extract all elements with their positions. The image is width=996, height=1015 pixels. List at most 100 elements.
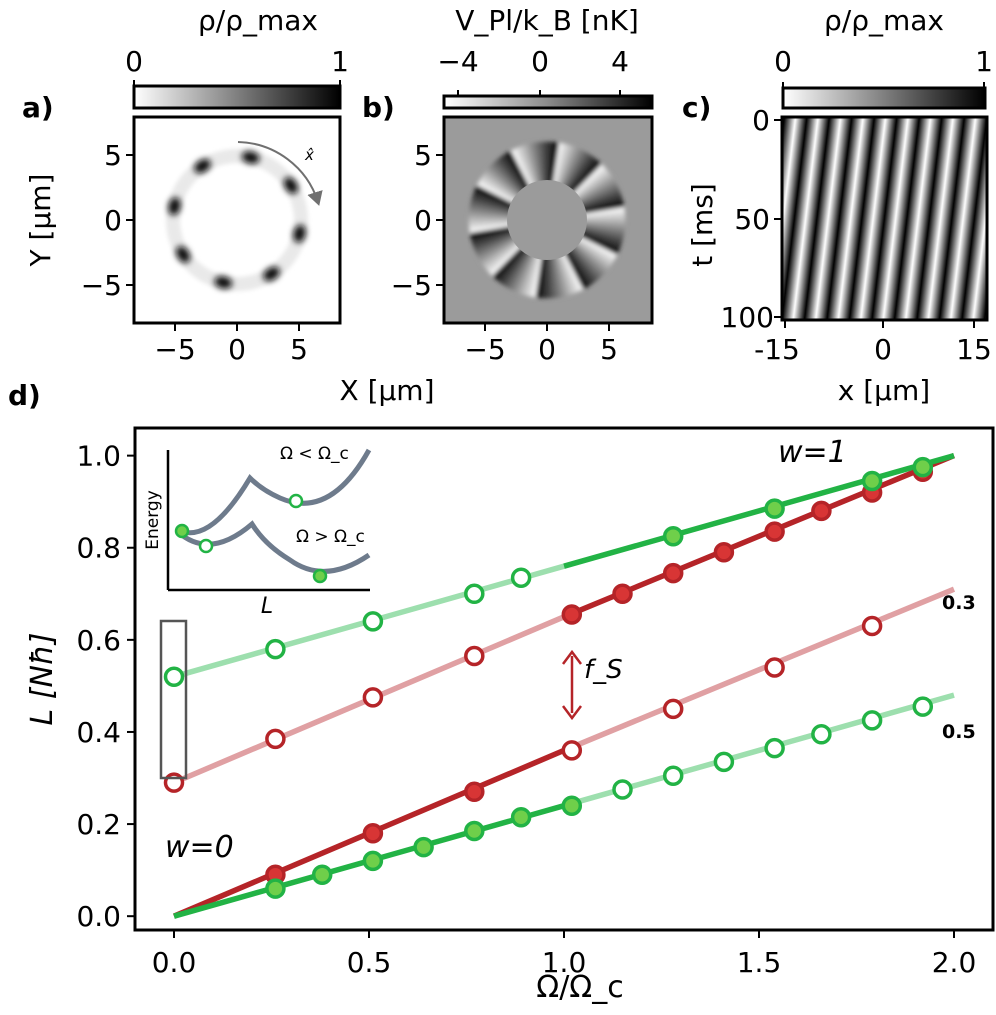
panel-d-label: d) [8, 379, 41, 412]
panel-a-density-dips [168, 151, 306, 289]
filled-point-0.3 [811, 500, 832, 522]
fs-arrow [562, 649, 582, 721]
filled-point-0.3 [662, 562, 684, 584]
label-fraction-0-5: 0.5 [942, 721, 976, 743]
inset-ylabel: Energy [143, 490, 163, 550]
panel-c-xtick: 15 [956, 333, 992, 366]
filled-point-0.5 [510, 806, 532, 828]
density-dip [293, 224, 306, 243]
panel-a-ytick: 0 [104, 204, 122, 237]
panel-a-ytick: 5 [104, 139, 122, 172]
panel-d-xlabel: Ω/Ω_c [536, 970, 623, 1005]
panel-b-ytick: −5 [391, 269, 432, 302]
label-w1: w=1 [778, 435, 847, 470]
panel-a-xtick: 5 [290, 333, 308, 366]
open-point-0.5 [362, 611, 384, 632]
open-point-0.5 [861, 710, 883, 731]
open-point-0.3 [265, 728, 286, 750]
y-tick-label: 1.0 [76, 440, 121, 473]
panel-b-ytick: 0 [414, 204, 432, 237]
open-point-0.3 [464, 645, 485, 667]
panel-c-colorbar [781, 86, 987, 110]
panel-b-xtick: −5 [464, 333, 505, 366]
filled-point-0.3 [612, 583, 633, 605]
panel-c-colorbar-title: ρ/ρ_max [824, 4, 944, 37]
panel-c-xtick: 0 [874, 333, 892, 366]
panel-b-colorbar-tick: 0 [531, 45, 549, 78]
panel-a-xtick: 0 [228, 333, 246, 366]
filled-point-0.5 [561, 795, 583, 816]
y-tick-label: 0.2 [76, 808, 121, 841]
density-dip [168, 197, 181, 216]
panel-b-label: b) [362, 91, 395, 124]
open-point-0.3 [561, 740, 583, 761]
panel-a: ρ/ρ_max 0 1 a) x̂ −5 0 5 5 0 −5 Y [µm] [22, 4, 349, 366]
filled-point-0.3 [713, 542, 735, 563]
inset-open-point [288, 493, 304, 509]
y-tick-label: 0.6 [76, 624, 121, 657]
open-point-0.3 [764, 657, 785, 678]
open-point-0.5 [912, 696, 934, 717]
panel-c-xlabel: x [µm] [838, 374, 930, 407]
line-0.3-faded [562, 586, 956, 753]
x-tick-label: 1.5 [737, 946, 782, 979]
label-fraction-0-3: 0.3 [942, 592, 976, 614]
inset-filled-point [312, 568, 328, 584]
panel-a-ytick: −5 [81, 269, 122, 302]
filled-point-0.5 [662, 525, 684, 547]
panel-c-colorbar-tick: 1 [975, 45, 993, 78]
panel-d-frame [133, 426, 995, 932]
panel-b-colorbar [442, 94, 654, 110]
y-tick-label: 0.8 [76, 532, 121, 565]
x-tick-label: 1.0 [542, 946, 587, 979]
open-point-0.3 [662, 698, 684, 720]
label-fs: f_S [584, 655, 623, 685]
panel-a-colorbar [132, 84, 342, 110]
filled-point-0.3 [561, 604, 583, 625]
energy-inset: Ω < Ω_c Ω > Ω_c Energy L [143, 444, 372, 619]
panel-a-ylabel: Y [µm] [24, 174, 57, 268]
panel-c-ytick: 50 [734, 203, 770, 236]
energy-curve-below [176, 448, 372, 536]
x-tick-label: 0.5 [347, 946, 392, 979]
density-dip [283, 177, 298, 194]
panel-d-ylabel: L [Nħ] [25, 633, 60, 726]
filled-point-0.5 [912, 456, 934, 478]
panel-a-xtick: −5 [154, 333, 195, 366]
x-hat-label: x̂ [304, 146, 314, 164]
x-tick-label: 0.0 [152, 946, 197, 979]
filled-point-0.5 [311, 864, 333, 885]
open-point-0.5 [612, 779, 633, 800]
panel-a-label: a) [22, 91, 54, 124]
highlight-box [159, 619, 188, 780]
panel-a-colorbar-tick-1: 1 [331, 45, 349, 78]
filled-point-0.5 [464, 820, 485, 842]
open-point-0.3 [362, 687, 384, 708]
filled-point-0.5 [362, 850, 384, 872]
filled-point-0.5 [764, 498, 785, 519]
filled-point-0.5 [413, 836, 434, 858]
panel-d-points [163, 456, 934, 899]
density-dip [214, 276, 233, 289]
label-w0: w=0 [165, 830, 234, 865]
panel-c: ρ/ρ_max 0 1 c) -15 0 15 0 50 100 t [ms] … [682, 4, 993, 407]
inset-label-above: Ω > Ω_c [296, 527, 365, 547]
inset-label-below: Ω < Ω_c [280, 444, 349, 464]
panel-b-xtick: 0 [538, 333, 556, 366]
line-0.5-solid [563, 452, 955, 569]
shared-xlabel: X [µm] [339, 374, 434, 407]
panel-c-label: c) [682, 91, 711, 124]
open-point-0.5 [265, 638, 286, 660]
open-point-0.5 [163, 666, 185, 687]
panel-b: V_Pl/k_B [nK] −4 0 4 b) −5 0 5 5 0 −5 X … [339, 4, 654, 407]
panel-b-ytick: 5 [414, 139, 432, 172]
panel-c-ytick: 100 [721, 301, 774, 334]
open-point-0.3 [861, 615, 883, 637]
panel-c-ytick: 0 [752, 104, 770, 137]
panel-c-ylabel: t [ms] [686, 183, 719, 267]
open-point-0.5 [662, 765, 684, 786]
panel-c-colorbar-tick: 0 [774, 45, 792, 78]
